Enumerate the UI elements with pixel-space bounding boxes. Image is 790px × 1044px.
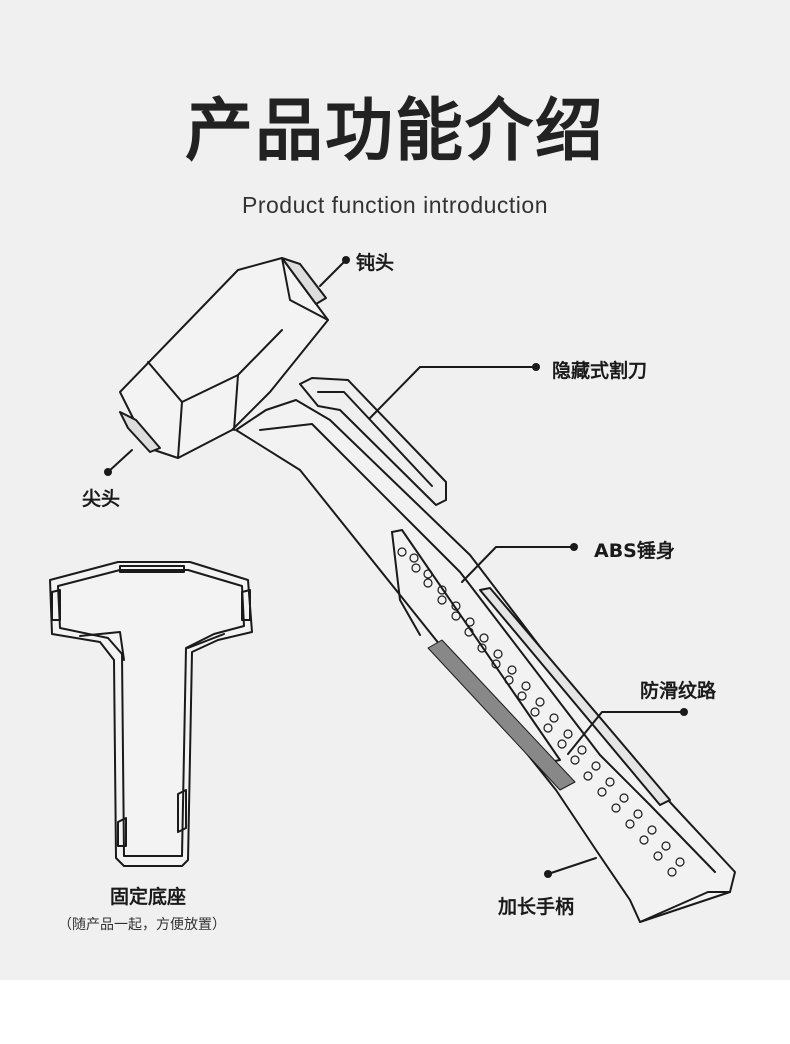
- page-title: 产品功能介绍: [184, 92, 605, 171]
- callout-long-handle: 加长手柄: [498, 896, 575, 918]
- callout-sharp-head: 尖头: [82, 488, 121, 510]
- mounting-base: [49, 561, 253, 867]
- callout-anti-slip: 防滑纹路: [640, 680, 717, 702]
- callout-lines: [107, 259, 685, 875]
- base-label: 固定底座: [110, 886, 187, 908]
- callout-blunt-head: 钝头: [356, 252, 395, 274]
- hammer-head: [119, 257, 329, 459]
- hammer-handle: [235, 399, 736, 923]
- page-subtitle: Product function introduction: [241, 192, 548, 218]
- hidden-cutter: [299, 377, 447, 506]
- callout-abs-body: ABS锤身: [594, 540, 675, 562]
- base-caption: （随产品一起，方便放置）: [58, 917, 226, 933]
- callout-hidden-cutter: 隐藏式割刀: [552, 360, 648, 382]
